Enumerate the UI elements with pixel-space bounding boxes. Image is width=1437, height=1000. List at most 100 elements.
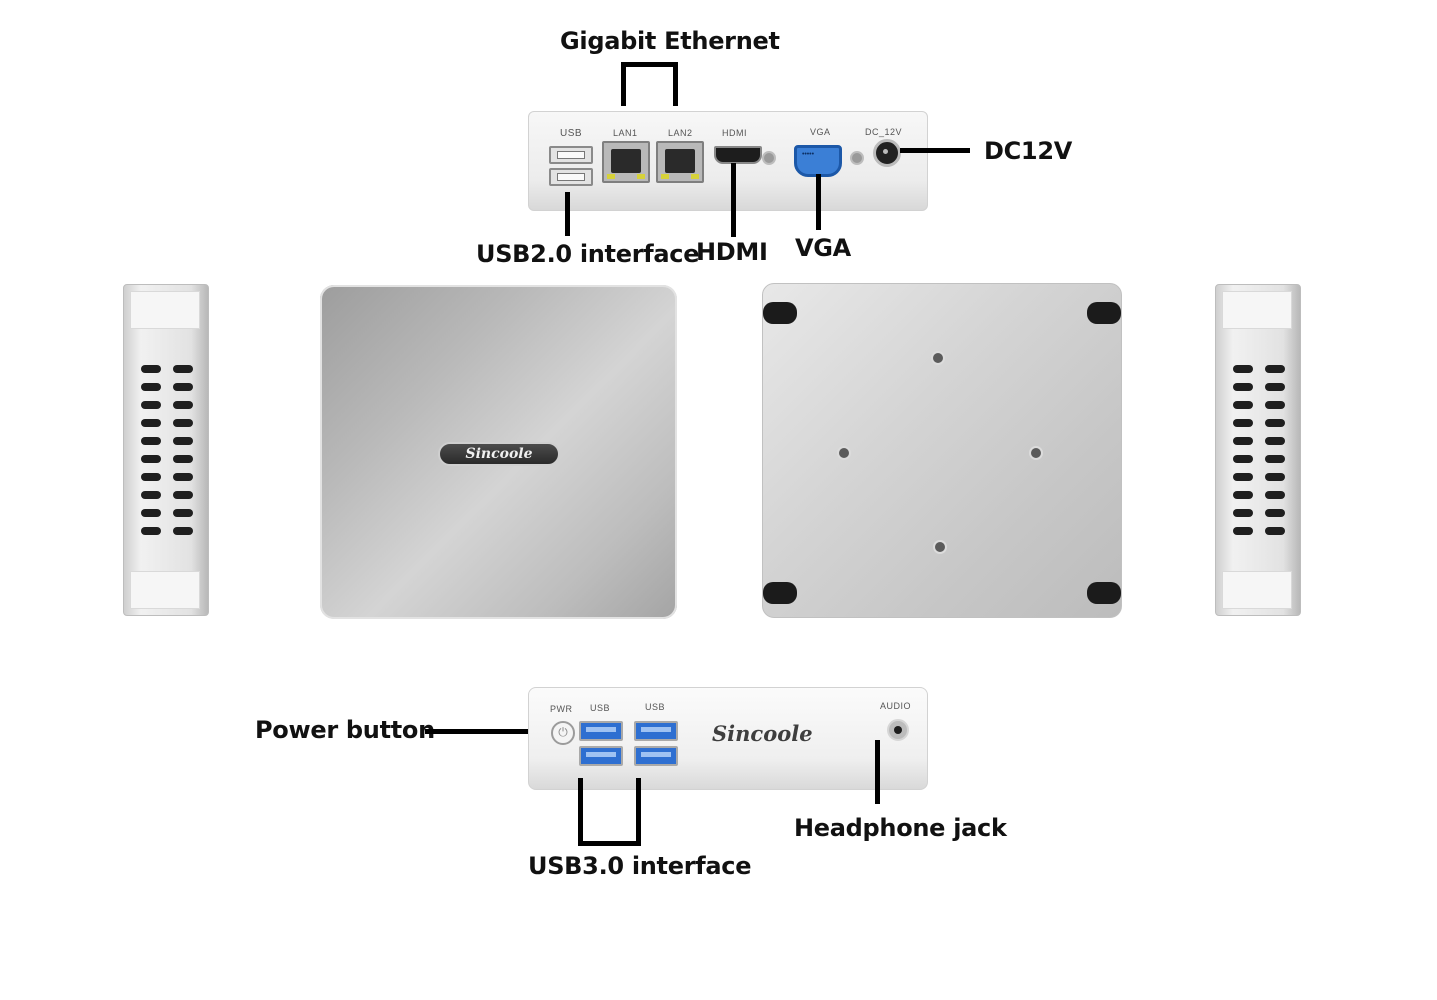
usb2-port-top xyxy=(549,146,593,164)
vent-slot xyxy=(173,383,193,391)
vent-slot xyxy=(141,491,161,499)
front-label-pwr: PWR xyxy=(550,704,573,714)
vent-slot xyxy=(1265,401,1285,409)
side-left-cap-top xyxy=(130,291,200,329)
gigabit-bracket-right xyxy=(673,62,678,106)
side-right-cap-bottom xyxy=(1222,571,1292,609)
vent-slot xyxy=(141,437,161,445)
vent-slot xyxy=(1265,365,1285,373)
mount-hole-left xyxy=(837,446,851,460)
vent-slot xyxy=(173,437,193,445)
vent-slot xyxy=(1233,491,1253,499)
usb20-leader xyxy=(565,192,570,236)
side-view-right xyxy=(1215,284,1301,616)
callout-dc12v: DC12V xyxy=(984,137,1073,165)
rear-panel: USB LAN1 LAN2 HDMI VGA DC_12V xyxy=(528,111,928,211)
headphone-leader xyxy=(875,740,880,804)
vent-slot xyxy=(141,527,161,535)
vent-slot xyxy=(141,455,161,463)
vent-slot xyxy=(1265,491,1285,499)
vent-slot xyxy=(1265,473,1285,481)
vga-screw-right xyxy=(850,151,864,165)
mount-hole-right xyxy=(1029,446,1043,460)
vent-slot xyxy=(1233,401,1253,409)
rear-label-dc: DC_12V xyxy=(865,127,903,137)
vent-slot xyxy=(141,419,161,427)
front-label-audio: AUDIO xyxy=(880,701,912,711)
rubber-foot-bl xyxy=(763,582,797,604)
rear-label-hdmi: HDMI xyxy=(722,128,747,138)
usb30-bracket-bottom xyxy=(578,841,641,846)
gigabit-bracket-left xyxy=(621,62,626,106)
dc-jack xyxy=(873,139,901,167)
power-icon: ⏻ xyxy=(551,721,575,745)
vent-slot xyxy=(1233,419,1253,427)
vga-screw-left xyxy=(762,151,776,165)
vent-slot xyxy=(1233,365,1253,373)
vent-slot xyxy=(141,365,161,373)
vent-slot xyxy=(173,419,193,427)
vent-slot xyxy=(173,455,193,463)
vent-slot xyxy=(1233,527,1253,535)
vent-slot xyxy=(173,491,193,499)
callout-usb30: USB3.0 interface xyxy=(528,852,752,880)
lan1-port xyxy=(602,141,650,183)
power-leader xyxy=(425,729,528,734)
rubber-foot-tl xyxy=(763,302,797,324)
vent-slot xyxy=(1265,509,1285,517)
vent-slot xyxy=(173,365,193,373)
side-view-left xyxy=(123,284,209,616)
dc12v-leader xyxy=(900,148,970,153)
vent-slot xyxy=(173,401,193,409)
vent-slot xyxy=(1233,455,1253,463)
rear-label-lan2: LAN2 xyxy=(668,128,693,138)
rear-label-lan1: LAN1 xyxy=(613,128,638,138)
vent-slot xyxy=(1233,437,1253,445)
callout-usb20: USB2.0 interface xyxy=(476,240,700,268)
mount-hole-bottom xyxy=(933,540,947,554)
usb3-port-b-top xyxy=(634,721,678,741)
vent-slot xyxy=(1233,509,1253,517)
vent-slot xyxy=(141,473,161,481)
usb30-bracket-left xyxy=(578,778,583,846)
vent-slot xyxy=(1233,473,1253,481)
audio-jack xyxy=(887,719,909,741)
vent-slot xyxy=(173,473,193,481)
gigabit-bracket-top xyxy=(621,62,678,67)
front-panel: PWR USB USB AUDIO ⏻ Sincoole xyxy=(528,687,928,790)
vent-slot xyxy=(173,527,193,535)
rear-label-usb: USB xyxy=(560,128,583,139)
callout-vga: VGA xyxy=(795,234,851,262)
vent-slot xyxy=(1265,455,1285,463)
vga-port xyxy=(794,145,842,177)
vent-slot xyxy=(1233,383,1253,391)
front-label-usb-b: USB xyxy=(645,702,666,712)
usb30-bracket-right xyxy=(636,778,641,846)
top-brand-badge: Sincoole xyxy=(438,442,560,466)
vent-slot xyxy=(1265,383,1285,391)
usb3-port-a-bottom xyxy=(579,746,623,766)
vent-slot xyxy=(141,401,161,409)
usb2-port-bottom xyxy=(549,168,593,186)
lan2-port xyxy=(656,141,704,183)
usb3-port-b-bottom xyxy=(634,746,678,766)
rubber-foot-br xyxy=(1087,582,1121,604)
side-left-cap-bottom xyxy=(130,571,200,609)
vent-slot xyxy=(1265,437,1285,445)
rubber-foot-tr xyxy=(1087,302,1121,324)
rear-label-vga: VGA xyxy=(810,127,831,137)
vent-slot xyxy=(1265,527,1285,535)
vent-slot xyxy=(173,509,193,517)
callout-power-button: Power button xyxy=(255,716,435,744)
vent-slot xyxy=(141,383,161,391)
hdmi-leader xyxy=(731,163,736,237)
callout-gigabit-ethernet: Gigabit Ethernet xyxy=(560,27,780,55)
callout-headphone-jack: Headphone jack xyxy=(794,814,1007,842)
callout-hdmi: HDMI xyxy=(696,238,768,266)
vent-slot xyxy=(1265,419,1285,427)
side-right-cap-top xyxy=(1222,291,1292,329)
mount-hole-top xyxy=(931,351,945,365)
vga-leader xyxy=(816,174,821,230)
front-brand-logo: Sincoole xyxy=(712,721,813,746)
front-label-usb-a: USB xyxy=(590,703,611,713)
